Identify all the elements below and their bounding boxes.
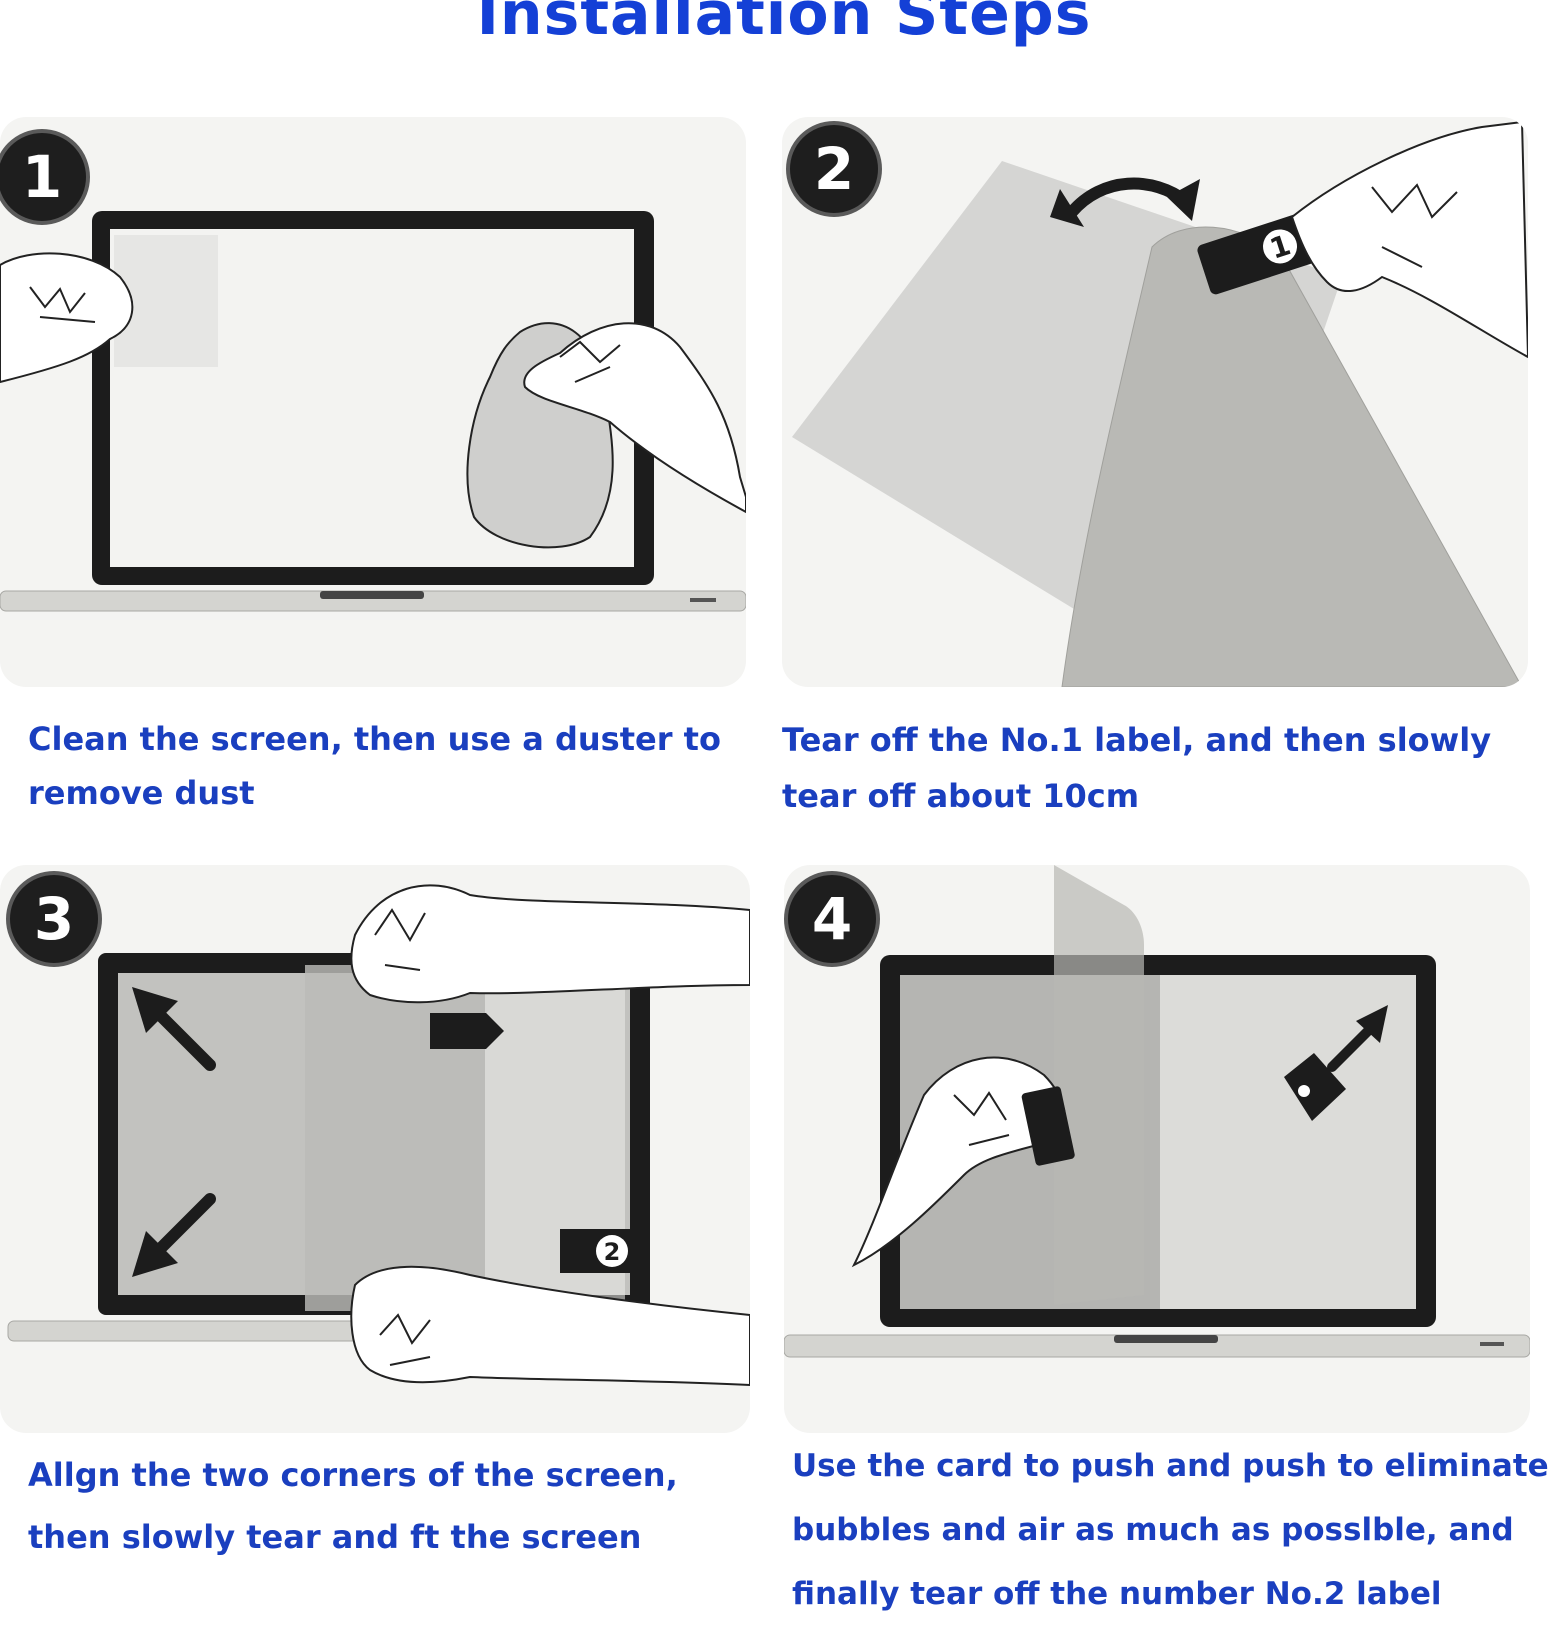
double-arrow-head-right: [1167, 179, 1200, 221]
double-arrow-head-left: [1050, 189, 1084, 227]
step-4-caption: Use the card to push and push to elimina…: [792, 1434, 1549, 1626]
hand-icon: [350, 884, 750, 1004]
label-tab: [430, 1013, 504, 1049]
label-tab: 1: [1197, 214, 1316, 295]
step-number: 1: [22, 143, 62, 211]
hand-icon: [350, 1265, 750, 1387]
caption-line: Tear off the No.1 label, and then slowly: [782, 721, 1492, 759]
step-3-caption: Allgn the two corners of the screen, the…: [28, 1444, 678, 1568]
step-1-caption: Clean the screen, then use a duster to r…: [28, 712, 721, 820]
caption-line: finally tear off the number No.2 label: [792, 1576, 1442, 1612]
caption-line: tear off about 10cm: [782, 777, 1140, 815]
step-number: 4: [812, 885, 852, 953]
film-sheet-peeled: [1061, 226, 1523, 687]
arrow-head-up: [132, 987, 178, 1033]
hand-icon: [0, 252, 134, 384]
film-sheet: [1054, 865, 1144, 1305]
arrow-head-down: [132, 1231, 178, 1277]
hand-icon: [523, 322, 746, 514]
caption-line: Use the card to push and push to elimina…: [792, 1448, 1549, 1484]
step-badge: [0, 129, 90, 225]
step-1-panel: 1: [0, 117, 746, 687]
card-in-hand: [1021, 1086, 1075, 1166]
label-tab: 2: [560, 1229, 632, 1273]
caption-line: remove dust: [28, 774, 255, 812]
caption-line: then slowly tear and ft the screen: [28, 1518, 642, 1556]
scraper-card-icon: [1284, 1005, 1388, 1121]
step-badge: [786, 121, 882, 217]
page-title: Installation Steps: [476, 0, 1092, 49]
caption-line: Allgn the two corners of the screen,: [28, 1456, 678, 1494]
tear-arrow-icon: [154, 1009, 216, 1255]
step-4-panel: 4: [784, 865, 1530, 1433]
step-badge: [784, 871, 880, 967]
step-number: 3: [34, 885, 74, 953]
step-number: 2: [814, 135, 854, 203]
step-2-panel: 1 2: [782, 117, 1528, 687]
step-2-caption: Tear off the No.1 label, and then slowly…: [782, 712, 1491, 824]
step-badge: [6, 871, 102, 967]
caption-line: bubbles and air as much as posslble, and: [792, 1512, 1514, 1548]
hand-icon: [1290, 120, 1528, 359]
label-number: 2: [604, 1238, 621, 1266]
step-3-panel: 2 3: [0, 865, 750, 1433]
caption-line: Clean the screen, then use a duster to: [28, 720, 721, 758]
